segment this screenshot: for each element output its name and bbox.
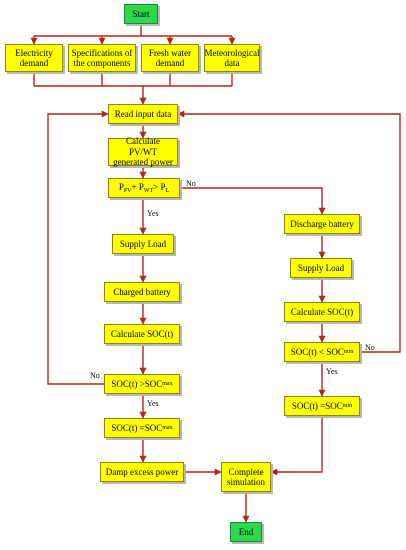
edge-eq-min-to-complete: [270, 416, 323, 476]
calculate-soc-left-node: Calculate SOC(t): [104, 324, 180, 344]
electricity-demand-node: Electricity demand: [5, 44, 63, 72]
damp-excess-power-node: Damp excess power: [100, 462, 184, 482]
supply-load-left-node: Supply Load: [112, 234, 174, 254]
pwt-term: + PWT: [131, 181, 154, 194]
yes-label-soc-min: Yes: [326, 367, 338, 376]
component-specifications-node: Specifications of the components: [68, 44, 136, 72]
supply-load-right-node: Supply Load: [290, 258, 352, 278]
no-label-soc-min: No: [365, 343, 375, 352]
ppv-term: PPV: [118, 181, 132, 194]
edge-lt-min-no-loop: [177, 110, 401, 353]
yes-label-power: Yes: [147, 209, 159, 218]
edge-gt-max-no-loop: [47, 110, 109, 385]
no-label-power: No: [186, 179, 196, 188]
fresh-water-demand-node: Fresh water demand: [141, 44, 199, 72]
end-node: End: [230, 522, 262, 542]
discharge-battery-node: Discharge battery: [284, 214, 360, 234]
read-input-data-node: Read input data: [108, 104, 178, 124]
calculate-generated-power-node: Calculate PV/WT generated power: [108, 136, 178, 167]
charged-battery-node: Charged battery: [104, 282, 180, 302]
start-node: Start: [124, 4, 158, 24]
edge-compare-no-to-discharge: [180, 187, 326, 215]
no-label-soc-max: No: [90, 371, 100, 380]
pl-term: > PL: [153, 181, 170, 194]
complete-simulation-node: Complete simulation: [221, 462, 271, 492]
yes-label-soc-max: Yes: [147, 399, 159, 408]
meteorological-data-node: Meteorological data: [204, 44, 260, 72]
calculate-soc-right-node: Calculate SOC(t): [284, 302, 360, 322]
power-comparison-decision: PPV + PWT > PL: [108, 178, 180, 198]
